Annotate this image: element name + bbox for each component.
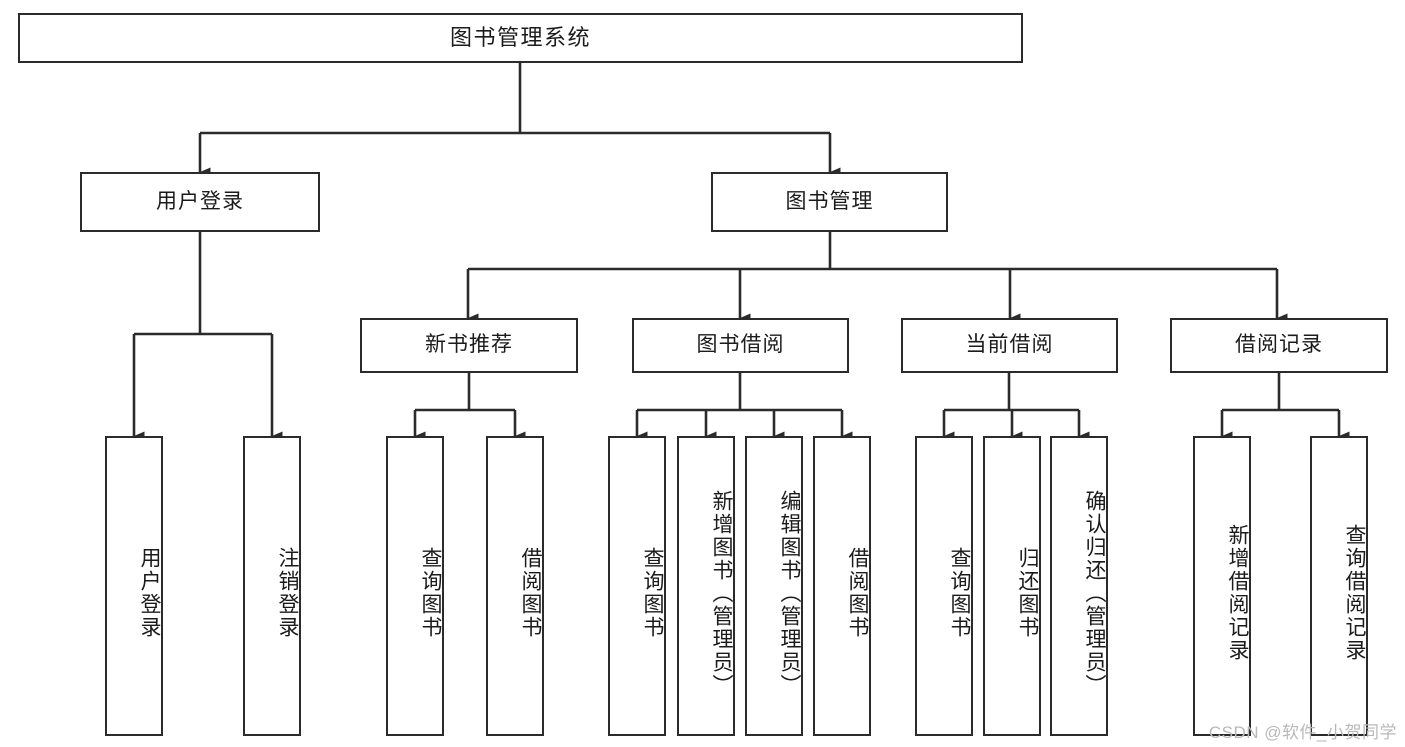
node-book-borrow-label: 图书借阅 (696, 333, 785, 357)
node-leaf-edit-book-label: 编辑图书（管理员） (778, 489, 801, 697)
node-leaf-query-book-1[interactable]: 查询图书 (386, 436, 444, 736)
node-leaf-query-book-2-label: 查询图书 (641, 547, 664, 639)
node-borrow-record-label: 借阅记录 (1235, 333, 1323, 357)
node-leaf-confirm-return-label: 确认归还（管理员） (1083, 489, 1106, 697)
node-leaf-borrow-book-2-label: 借阅图书 (846, 547, 869, 639)
node-book-manage-label: 图书管理 (785, 189, 874, 213)
node-current-borrow[interactable]: 当前借阅 (901, 318, 1118, 373)
node-new-book-recommend[interactable]: 新书推荐 (360, 318, 578, 373)
node-leaf-user-login-label: 用户登录 (138, 547, 161, 639)
watermark-text: CSDN @软件_小贺同学 (1208, 723, 1397, 742)
node-leaf-query-book-1-label: 查询图书 (419, 547, 442, 639)
node-leaf-user-login[interactable]: 用户登录 (105, 436, 163, 736)
node-leaf-user-logout[interactable]: 注销登录 (243, 436, 301, 736)
node-leaf-add-book-label: 新增图书（管理员） (710, 489, 733, 697)
node-leaf-edit-book[interactable]: 编辑图书（管理员） (745, 436, 803, 736)
node-leaf-return-book-label: 归还图书 (1016, 547, 1039, 639)
node-user-login[interactable]: 用户登录 (80, 172, 320, 232)
node-leaf-query-book-3[interactable]: 查询图书 (915, 436, 973, 736)
node-leaf-borrow-book-1[interactable]: 借阅图书 (486, 436, 544, 736)
node-leaf-add-book[interactable]: 新增图书（管理员） (677, 436, 735, 736)
node-book-borrow[interactable]: 图书借阅 (632, 318, 849, 373)
node-leaf-query-book-2[interactable]: 查询图书 (608, 436, 666, 736)
node-current-borrow-label: 当前借阅 (965, 333, 1054, 357)
node-borrow-record[interactable]: 借阅记录 (1170, 318, 1388, 373)
node-leaf-query-record[interactable]: 查询借阅记录 (1310, 436, 1368, 736)
node-book-manage[interactable]: 图书管理 (711, 172, 948, 232)
node-root-book-management-system[interactable]: 图书管理系统 (18, 13, 1023, 63)
node-leaf-borrow-book-1-label: 借阅图书 (519, 547, 542, 639)
node-leaf-query-book-3-label: 查询图书 (948, 547, 971, 639)
node-leaf-add-record-label: 新增借阅记录 (1226, 524, 1249, 662)
node-leaf-query-record-label: 查询借阅记录 (1343, 524, 1366, 662)
node-leaf-confirm-return[interactable]: 确认归还（管理员） (1050, 436, 1108, 736)
node-user-login-label: 用户登录 (156, 189, 244, 213)
node-leaf-borrow-book-2[interactable]: 借阅图书 (813, 436, 871, 736)
node-leaf-return-book[interactable]: 归还图书 (983, 436, 1041, 736)
node-root-book-management-system-label: 图书管理系统 (449, 25, 591, 51)
node-leaf-user-logout-label: 注销登录 (276, 547, 299, 639)
node-leaf-add-record[interactable]: 新增借阅记录 (1193, 436, 1251, 736)
node-new-book-recommend-label: 新书推荐 (425, 333, 513, 357)
